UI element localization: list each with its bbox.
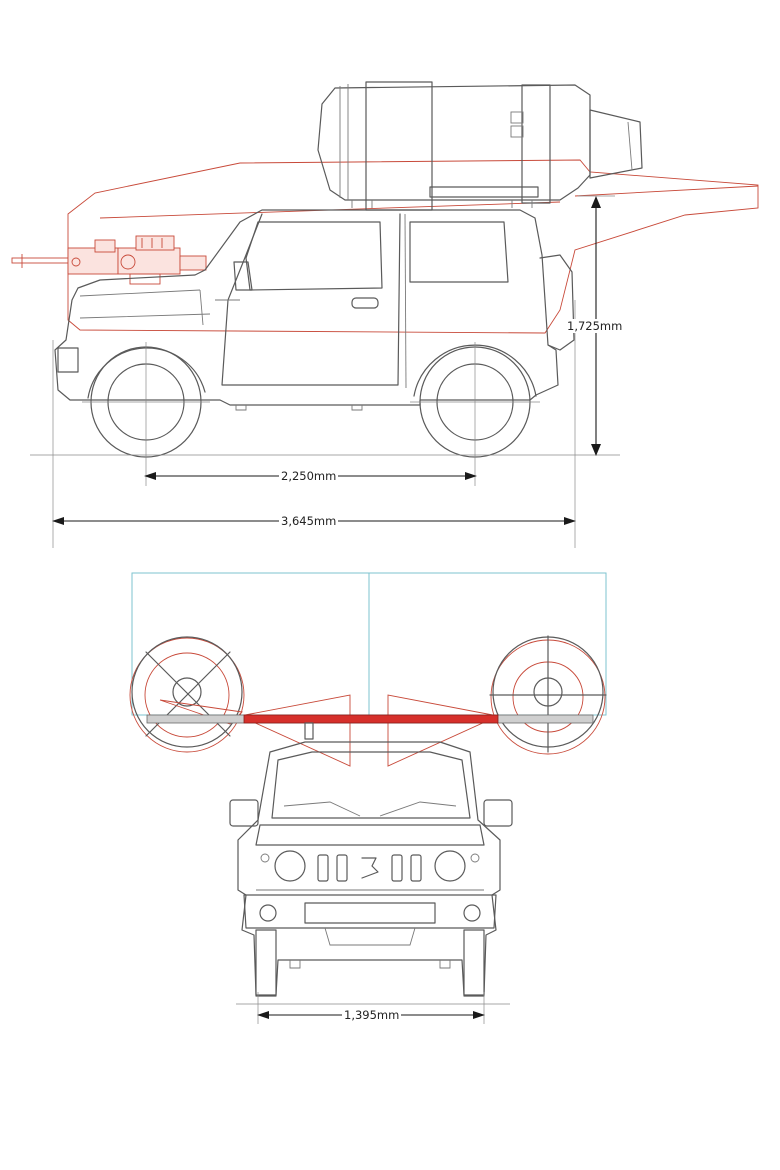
- height-dimension-label: 1,725mm: [565, 319, 625, 333]
- length-dimension-label: 3,645mm: [279, 514, 339, 528]
- wheelbase-dimension-label: 2,250mm: [279, 469, 339, 483]
- track-dimension-label: 1,395mm: [342, 1008, 402, 1022]
- front-extension-lines: [236, 992, 510, 1024]
- engine-pod: [317, 81, 643, 211]
- rotor-right: [489, 635, 607, 755]
- rotor-frame: [131, 572, 607, 716]
- front-view: [129, 572, 607, 1024]
- mounted-gun: [11, 235, 207, 285]
- side-extension-lines: [30, 195, 620, 548]
- side-view: [11, 81, 759, 548]
- front-vehicle-body: [229, 741, 513, 997]
- mount-bar: [146, 714, 594, 740]
- side-vehicle-body: [54, 209, 575, 411]
- thrust-cones: [238, 694, 500, 767]
- rotor-left: [129, 636, 245, 753]
